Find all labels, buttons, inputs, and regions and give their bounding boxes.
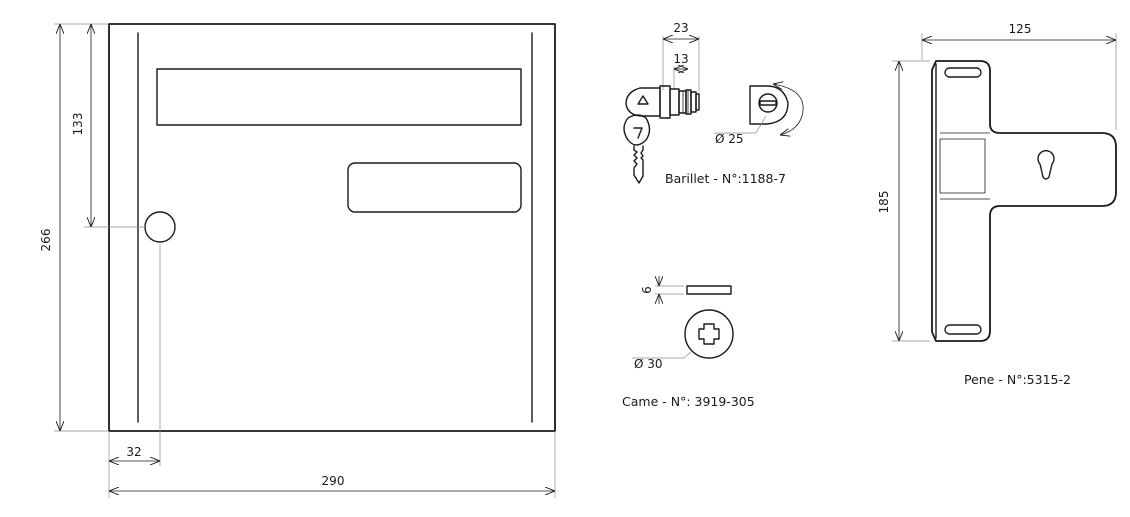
pene-width-label: 125: [1009, 22, 1032, 36]
came-side: [686, 285, 732, 295]
pene-view: 125 185 Pene - N°:5315-2: [877, 22, 1117, 387]
came-thickness-label: 6: [640, 286, 654, 294]
lock-offset-label: 32: [126, 445, 141, 459]
came-splined-hole: [698, 323, 720, 345]
cylinder-front: [714, 84, 804, 135]
pene-outline: [931, 60, 1117, 342]
barillet-length-label: 23: [673, 21, 688, 35]
lock-hole: [144, 211, 176, 243]
pene-keyhole: [1037, 150, 1055, 180]
barillet-caption: Barillet - N°:1188-7: [665, 171, 786, 186]
key-icon: [623, 114, 651, 184]
width-label: 290: [322, 474, 345, 488]
pene-top-slot: [944, 67, 982, 78]
barillet-inner-label: 13: [673, 52, 688, 66]
barillet-diameter-label: Ø 25: [715, 132, 744, 146]
came-diameter-label: Ø 30: [634, 357, 663, 371]
pene-height-label: 185: [877, 191, 891, 214]
barillet-view: 23 13: [623, 21, 804, 186]
height-label: 266: [39, 229, 53, 252]
name-plate-window: [347, 162, 522, 213]
mailbox-view: 266 133 32 290: [39, 23, 556, 498]
came-leader: [683, 349, 694, 359]
lock-height-label: 133: [71, 113, 85, 136]
mailbox-outline: [108, 23, 556, 432]
cylinder-body: [625, 85, 700, 119]
pene-caption: Pene - N°:5315-2: [964, 372, 1071, 387]
came-disc: [684, 309, 734, 359]
came-view: 6 Ø 30 Came - N°: 3919-305: [622, 276, 755, 409]
pene-bottom-slot: [944, 324, 982, 335]
letter-slot: [156, 68, 522, 126]
came-caption: Came - N°: 3919-305: [622, 394, 755, 409]
